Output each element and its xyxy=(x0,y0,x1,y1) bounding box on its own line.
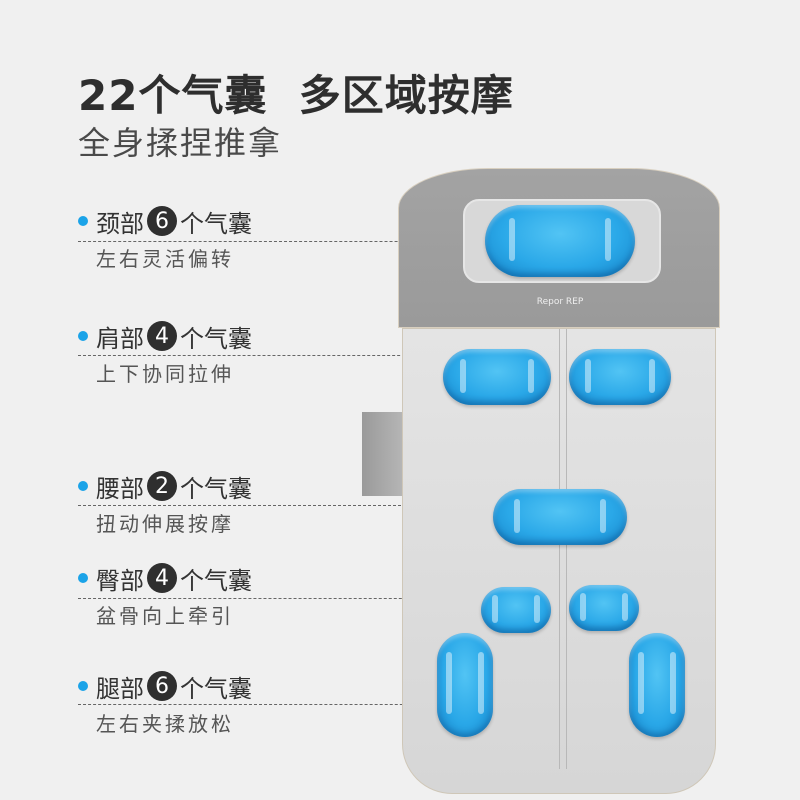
bullet-dot-icon xyxy=(78,681,88,691)
feature-part: 颈部 xyxy=(96,209,144,238)
feature-neck: 颈部 6 个气囊 左右灵活偏转 xyxy=(78,205,758,272)
leader-line xyxy=(78,598,482,599)
count-badge: 4 xyxy=(147,563,177,593)
leader-line xyxy=(78,355,450,356)
feature-part: 腰部 xyxy=(96,474,144,503)
feature-part: 臀部 xyxy=(96,566,144,595)
bullet-dot-icon xyxy=(78,331,88,341)
leader-line xyxy=(78,505,496,506)
count-badge: 4 xyxy=(147,321,177,351)
brand-logo: Repor REP xyxy=(536,297,584,307)
headline: 22个气囊 多区域按摩 xyxy=(78,71,514,120)
leg-airbag-left xyxy=(437,633,493,737)
feature-unit: 个气囊 xyxy=(180,674,252,703)
leg-airbag-right xyxy=(629,633,685,737)
feature-leg: 腿部 6 个气囊 左右夹揉放松 xyxy=(78,670,758,737)
back-section xyxy=(402,328,716,794)
massage-mat-illustration: Repor REP xyxy=(362,168,720,798)
bullet-dot-icon xyxy=(78,481,88,491)
feature-unit: 个气囊 xyxy=(180,324,252,353)
hip-airbag-right xyxy=(569,585,639,631)
feature-hip: 臀部 4 个气囊 盆骨向上牵引 xyxy=(78,562,758,629)
leader-line xyxy=(78,704,438,705)
count-badge: 6 xyxy=(147,206,177,236)
feature-desc: 左右夹揉放松 xyxy=(96,712,234,736)
feature-shoulder: 肩部 4 个气囊 上下协同拉伸 xyxy=(78,320,758,387)
feature-desc: 盆骨向上牵引 xyxy=(96,604,234,628)
count-badge: 2 xyxy=(147,471,177,501)
subheadline: 全身揉捏推拿 xyxy=(78,124,283,162)
center-seam xyxy=(559,329,567,769)
count-badge: 6 xyxy=(147,671,177,701)
feature-desc: 扭动伸展按摩 xyxy=(96,512,234,536)
feature-desc: 左右灵活偏转 xyxy=(96,247,234,271)
hip-airbag-left xyxy=(481,587,551,633)
bullet-dot-icon xyxy=(78,573,88,583)
leader-line xyxy=(78,241,488,242)
neck-airbag xyxy=(485,205,635,277)
feature-unit: 个气囊 xyxy=(180,474,252,503)
side-handle xyxy=(362,412,402,496)
feature-unit: 个气囊 xyxy=(180,566,252,595)
bullet-dot-icon xyxy=(78,216,88,226)
waist-airbag xyxy=(493,489,627,545)
shoulder-airbag-left xyxy=(443,349,551,405)
feature-waist: 腰部 2 个气囊 扭动伸展按摩 xyxy=(78,470,758,537)
feature-part: 肩部 xyxy=(96,324,144,353)
feature-desc: 上下协同拉伸 xyxy=(96,362,234,386)
feature-part: 腿部 xyxy=(96,674,144,703)
headrest-section: Repor REP xyxy=(398,168,720,328)
feature-unit: 个气囊 xyxy=(180,209,252,238)
shoulder-airbag-right xyxy=(569,349,671,405)
